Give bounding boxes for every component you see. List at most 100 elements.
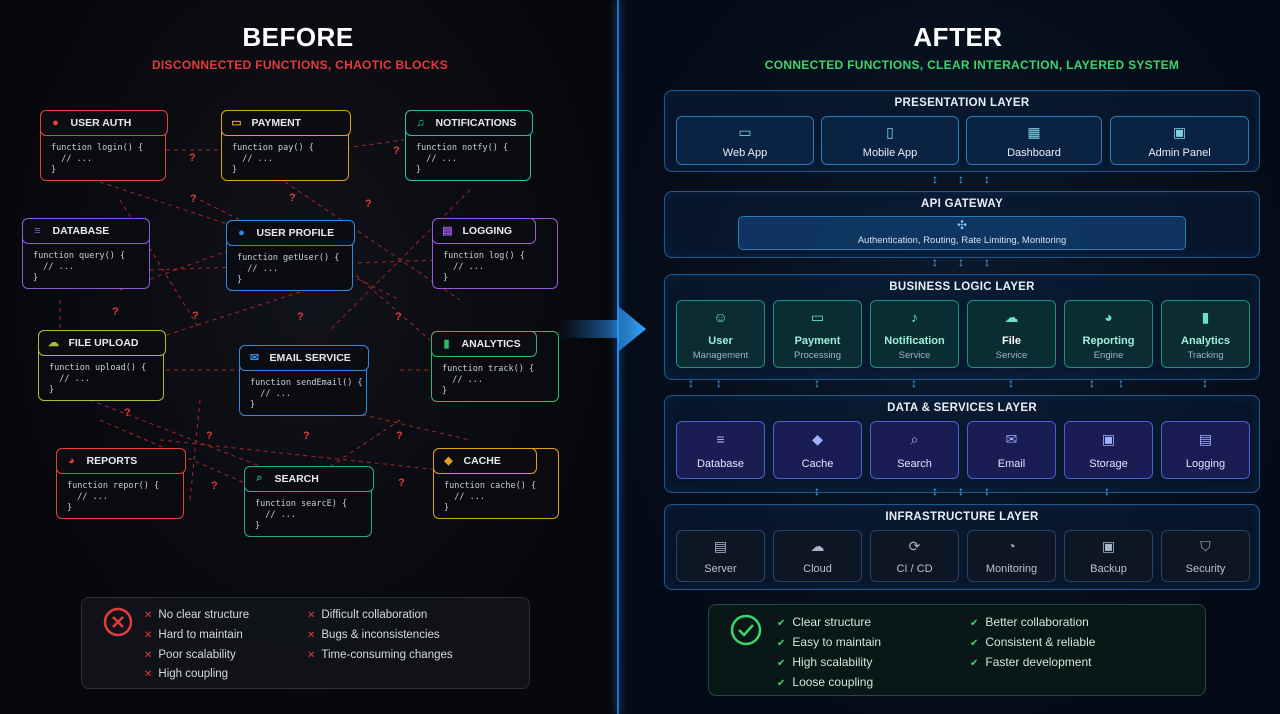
- monitor-icon: ▭: [738, 124, 752, 140]
- card-label: Admin Panel: [1148, 147, 1211, 159]
- block-title: REPORTS: [86, 454, 138, 467]
- code-snippet: function notfy() { // ... }: [416, 143, 509, 175]
- network-icon: ✣: [956, 218, 968, 232]
- card-label: Payment: [794, 335, 841, 347]
- arrow-icon: ↕: [958, 484, 964, 498]
- card-label: Cloud: [803, 563, 832, 575]
- arrow-icon: ↕: [1118, 376, 1124, 390]
- bar-chart-icon: ▮: [443, 338, 450, 350]
- card-label: Notification: [884, 335, 945, 347]
- card-mobile-app: ▯ Mobile App: [821, 116, 959, 165]
- database-icon: ≡: [716, 431, 725, 447]
- card-icon: ▭: [810, 309, 825, 325]
- card-label: Monitoring: [985, 563, 1038, 575]
- card-ci-cd: ⟳ CI / CD: [870, 530, 959, 582]
- pie-chart-icon: ◕: [1104, 309, 1113, 325]
- card-cloud: ☁ Cloud: [773, 530, 862, 582]
- card-database: ≡ Database: [676, 421, 765, 479]
- card-web-app: ▭ Web App: [676, 116, 814, 165]
- card-label: Dashboard: [1007, 147, 1061, 159]
- after-subtitle: CONNECTED FUNCTIONS, CLEAR INTERACTION, …: [764, 58, 1180, 72]
- summary-item: ✔Consistent & reliable: [970, 635, 1096, 649]
- card-logging: ▤ Logging: [1161, 421, 1250, 479]
- block-title: PAYMENT: [251, 116, 302, 129]
- bar-chart-icon: ▮: [1201, 309, 1210, 325]
- card-sublabel: Engine: [1093, 350, 1124, 361]
- code-snippet: function log() { // ... }: [443, 251, 525, 283]
- card-label: Analytics: [1181, 335, 1230, 347]
- summary-item: ✔Clear structure: [777, 615, 872, 629]
- summary-item: ✔Better collaboration: [970, 615, 1089, 629]
- card-sublabel: Processing: [794, 350, 841, 361]
- search-icon: ⌕: [256, 472, 263, 484]
- card-label: Cache: [801, 458, 834, 470]
- card-file-service: ☁ File Service: [967, 300, 1056, 368]
- bell-icon: ♪: [911, 309, 918, 325]
- after-title: AFTER: [913, 22, 1003, 52]
- bell-icon: ♫: [416, 116, 425, 129]
- layer-title: INFRASTRUCTURE LAYER: [885, 511, 1039, 523]
- question-mark: ?: [211, 480, 218, 492]
- code-snippet: function upload() { // ... }: [49, 363, 147, 395]
- arrow-icon: ↕: [932, 172, 938, 186]
- arrow-icon: ↕: [1089, 376, 1095, 390]
- block-title: CACHE: [463, 454, 501, 467]
- summary-item: ✕High coupling: [144, 668, 229, 680]
- code-snippet: function track() { // ... }: [442, 364, 535, 396]
- question-mark: ?: [190, 193, 197, 205]
- card-security: ⛉ Security: [1161, 530, 1250, 582]
- question-mark: ?: [396, 430, 403, 442]
- mail-icon: ✉: [249, 352, 260, 364]
- question-mark: ?: [124, 407, 131, 419]
- arrow-icon: ↕: [984, 255, 990, 269]
- card-sublabel: Tracking: [1187, 350, 1224, 361]
- card-label: Logging: [1185, 458, 1226, 470]
- arrow-icon: ↕: [911, 376, 917, 390]
- layers-icon: ◆: [812, 431, 823, 447]
- code-snippet: function repor() { // ... }: [67, 481, 160, 513]
- block-logging: ▤LOGGING function log() { // ... }: [431, 217, 558, 289]
- code-snippet: function pay() { // ... }: [232, 143, 314, 175]
- summary-item: ✔Loose coupling: [777, 675, 874, 689]
- gateway-bar: ✣ Authentication, Routing, Rate Limiting…: [738, 216, 1186, 250]
- card-label: Mobile App: [862, 147, 918, 159]
- question-mark: ?: [192, 310, 199, 322]
- card-icon: ▭: [231, 117, 242, 129]
- question-mark: ?: [393, 145, 400, 157]
- card-dashboard: ▦ Dashboard: [966, 116, 1102, 165]
- card-label: Database: [696, 458, 745, 470]
- block-analytics: ▮ANALYTICS function track() { // ... }: [430, 330, 559, 402]
- question-mark: ?: [395, 311, 402, 323]
- block-file-upload: ☁FILE UPLOAD function upload() { // ... …: [37, 329, 166, 401]
- code-snippet: function searcE) { // ... }: [255, 499, 348, 531]
- card-label: Server: [704, 563, 737, 575]
- admin-icon: ▣: [1172, 124, 1187, 140]
- block-email-service: ✉EMAIL SERVICE function sendEmail() { //…: [238, 344, 369, 416]
- block-title: FILE UPLOAD: [68, 336, 139, 349]
- card-label: Email: [997, 458, 1026, 470]
- user-icon: ●: [52, 116, 59, 129]
- summary-item: ✕Bugs & inconsistencies: [307, 629, 440, 641]
- block-title: DATABASE: [52, 224, 110, 237]
- block-title: EMAIL SERVICE: [269, 351, 351, 364]
- card-label: CI / CD: [896, 563, 933, 575]
- card-user-management: ☺ User Management: [676, 300, 765, 368]
- check-circle-icon: [730, 614, 762, 646]
- block-title: USER PROFILE: [256, 226, 335, 239]
- cloud-icon: ☁: [810, 538, 825, 554]
- summary-item: ✔High scalability: [777, 655, 873, 669]
- code-snippet: function query() { // ... }: [33, 251, 126, 283]
- arrow-icon: ↕: [716, 376, 722, 390]
- before-summary: [81, 597, 530, 689]
- summary-item: ✕Time-consuming changes: [307, 649, 453, 661]
- document-icon: ▤: [1198, 431, 1213, 447]
- question-mark: ?: [365, 198, 372, 210]
- card-label: Backup: [1090, 563, 1127, 575]
- card-label: User: [708, 335, 733, 347]
- question-mark: ?: [303, 430, 310, 442]
- block-title: LOGGING: [462, 224, 513, 237]
- user-icon: ☺: [713, 309, 728, 325]
- layer-title: PRESENTATION LAYER: [894, 97, 1030, 109]
- arrow-icon: ↕: [1202, 376, 1208, 390]
- cicd-icon: ⟳: [908, 538, 921, 554]
